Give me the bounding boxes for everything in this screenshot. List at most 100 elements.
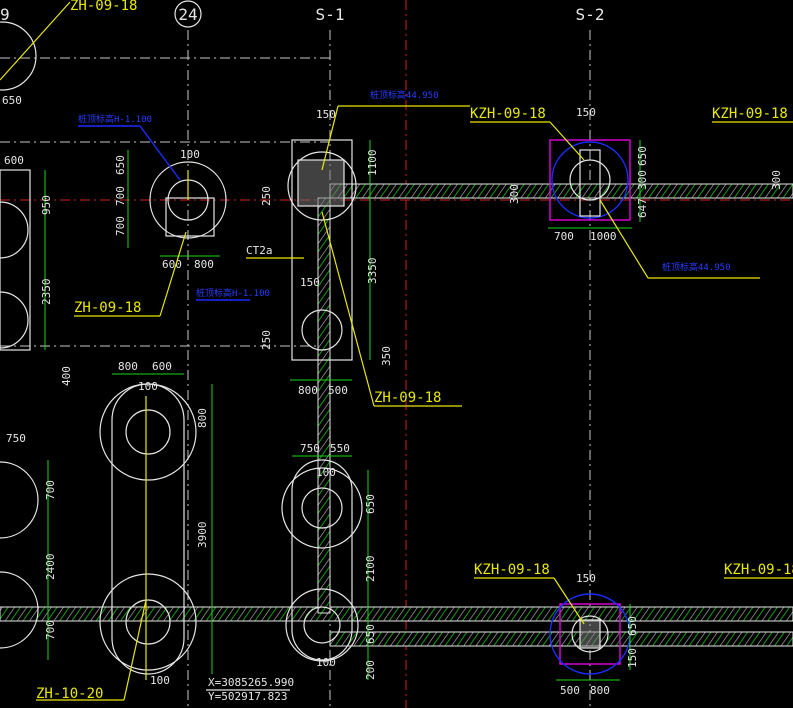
dim-150-kzh: 150 bbox=[576, 106, 596, 119]
coord-y: Y=502917.823 bbox=[208, 690, 287, 703]
dim-650-f2: 650 bbox=[364, 624, 377, 644]
elevation-upper-left: 桩顶标高H-1.100 bbox=[78, 113, 152, 125]
dim-700-l2: 700 bbox=[44, 620, 57, 640]
axis-label-left: 9 bbox=[0, 5, 10, 24]
dim-550-f: 550 bbox=[330, 442, 350, 455]
dim-3900: 3900 bbox=[196, 522, 209, 549]
pile-label-center-mid: ZH-09-18 bbox=[374, 390, 441, 406]
dim-100-a: 100 bbox=[180, 148, 200, 161]
dim-700-l: 700 bbox=[44, 480, 57, 500]
dim-800-e: 800 bbox=[118, 360, 138, 373]
elevation-right-mid: 桩顶标高44.950 bbox=[662, 261, 731, 273]
cap-lower-s1 bbox=[291, 459, 353, 661]
dim-2400: 2400 bbox=[44, 554, 57, 581]
pile-tall-bottom-inner bbox=[125, 599, 171, 645]
pile-upper-mid bbox=[149, 161, 227, 239]
pile-lower-s1-bottom bbox=[285, 588, 359, 662]
pile-lower-left-2 bbox=[0, 571, 39, 649]
dim-800-b: 800 bbox=[194, 258, 214, 271]
dim-150-top: 150 bbox=[316, 108, 336, 121]
dim-400: 400 bbox=[60, 366, 73, 386]
dim-500-c: 500 bbox=[328, 384, 348, 397]
axis-bubble-24 bbox=[174, 0, 202, 28]
pile-tall-bottom bbox=[99, 573, 197, 671]
beam-vertical bbox=[317, 197, 331, 614]
dim-950: 950 bbox=[40, 195, 53, 215]
pile-lower-s1-bottom-inner bbox=[303, 606, 341, 644]
dim-150-kb: 150 bbox=[576, 572, 596, 585]
pile-label-left-mid: ZH-09-18 bbox=[74, 300, 141, 316]
dim-200-f: 200 bbox=[364, 660, 377, 680]
pile-label-kzh-bot2: KZH-09-18 bbox=[724, 562, 793, 578]
beam-bottom-right bbox=[329, 631, 793, 647]
dim-650-f: 650 bbox=[364, 494, 377, 514]
pile-lower-s1-top-inner bbox=[301, 487, 343, 529]
pile-ct2a-top bbox=[287, 151, 357, 221]
dim-2350: 2350 bbox=[40, 279, 53, 306]
dim-600-b: 600 bbox=[162, 258, 182, 271]
dim-800-v: 800 bbox=[196, 408, 209, 428]
pile-top-left bbox=[0, 21, 37, 91]
pile-upper-mid-cap bbox=[165, 197, 215, 237]
cap-label-ct2a: CT2a bbox=[246, 244, 273, 257]
axis-label-s1: S-1 bbox=[316, 5, 345, 24]
dim-150-kb2: 150 bbox=[626, 648, 639, 668]
dim-500-kb: 500 bbox=[560, 684, 580, 697]
dim-700-a: 700 bbox=[114, 186, 127, 206]
pile-label-kzh-bot1: KZH-09-18 bbox=[474, 562, 550, 578]
pile-lower-s1-top bbox=[281, 467, 363, 549]
dim-1100: 1100 bbox=[366, 150, 379, 177]
pile-label-kzh-top1: KZH-09-18 bbox=[470, 106, 546, 122]
dim-300-l: 300 bbox=[508, 184, 521, 204]
pile-lower-left-1 bbox=[0, 461, 39, 539]
dim-700-b: 700 bbox=[114, 216, 127, 236]
pile-ct2a-top-core bbox=[297, 159, 345, 207]
dim-650-kzh: 650 bbox=[636, 146, 649, 166]
kzh-pile-top bbox=[569, 159, 611, 201]
pile-ct2a-bottom bbox=[301, 309, 343, 351]
dim-1000: 1000 bbox=[590, 230, 617, 243]
dim-350: 350 bbox=[380, 346, 393, 366]
leader-kzh-bot1 bbox=[553, 577, 585, 625]
dim-650-top: 650 bbox=[2, 94, 22, 107]
pile-label-bottom-left: ZH-10-20 bbox=[36, 686, 103, 702]
beam-top bbox=[329, 183, 793, 199]
pile-label-kzh-top2: KZH-09-18 bbox=[712, 106, 788, 122]
kzh-core-bottom bbox=[579, 619, 601, 649]
kzh-cap-bottom bbox=[559, 603, 621, 665]
dim-647: 647 bbox=[636, 198, 649, 218]
dim-100-f: 100 bbox=[316, 466, 336, 479]
cap-tall-center bbox=[111, 383, 185, 675]
axis-label-s2: S-2 bbox=[576, 5, 605, 24]
dim-600-e: 600 bbox=[152, 360, 172, 373]
dim-300-r: 300 bbox=[770, 170, 783, 190]
dim-100-e: 100 bbox=[138, 380, 158, 393]
elev-leader-upper-left bbox=[139, 125, 181, 181]
dim-800-c: 800 bbox=[298, 384, 318, 397]
pile-left-2 bbox=[0, 291, 29, 349]
dim-600-left: 600 bbox=[4, 154, 24, 167]
dim-300-kzh: 300 bbox=[636, 170, 649, 190]
dim-2100: 2100 bbox=[364, 556, 377, 583]
elev-leader-right bbox=[599, 199, 649, 279]
leader-left-mid bbox=[159, 231, 187, 317]
dim-650-kb: 650 bbox=[626, 616, 639, 636]
elevation-top-center: 桩顶标高44.950 bbox=[370, 89, 439, 101]
dim-750-f: 750 bbox=[300, 442, 320, 455]
dim-3350: 3350 bbox=[366, 258, 379, 285]
kzh-core-top bbox=[579, 149, 601, 217]
pile-tall-top bbox=[99, 383, 197, 481]
elev-leader-top bbox=[321, 105, 339, 171]
pile-tall-top-inner bbox=[125, 409, 171, 455]
pile-left-1 bbox=[0, 201, 29, 259]
dim-800-kb: 800 bbox=[590, 684, 610, 697]
kzh-cap-top bbox=[549, 139, 631, 221]
kzh-ring-top bbox=[551, 141, 629, 219]
dim-100-f2: 100 bbox=[316, 656, 336, 669]
leader-kzh-top1 bbox=[549, 121, 585, 161]
beam-bottom-left bbox=[0, 606, 793, 622]
dim-700-kzh: 700 bbox=[554, 230, 574, 243]
dim-250-a: 250 bbox=[260, 186, 273, 206]
leader-bottom-left bbox=[123, 599, 147, 701]
